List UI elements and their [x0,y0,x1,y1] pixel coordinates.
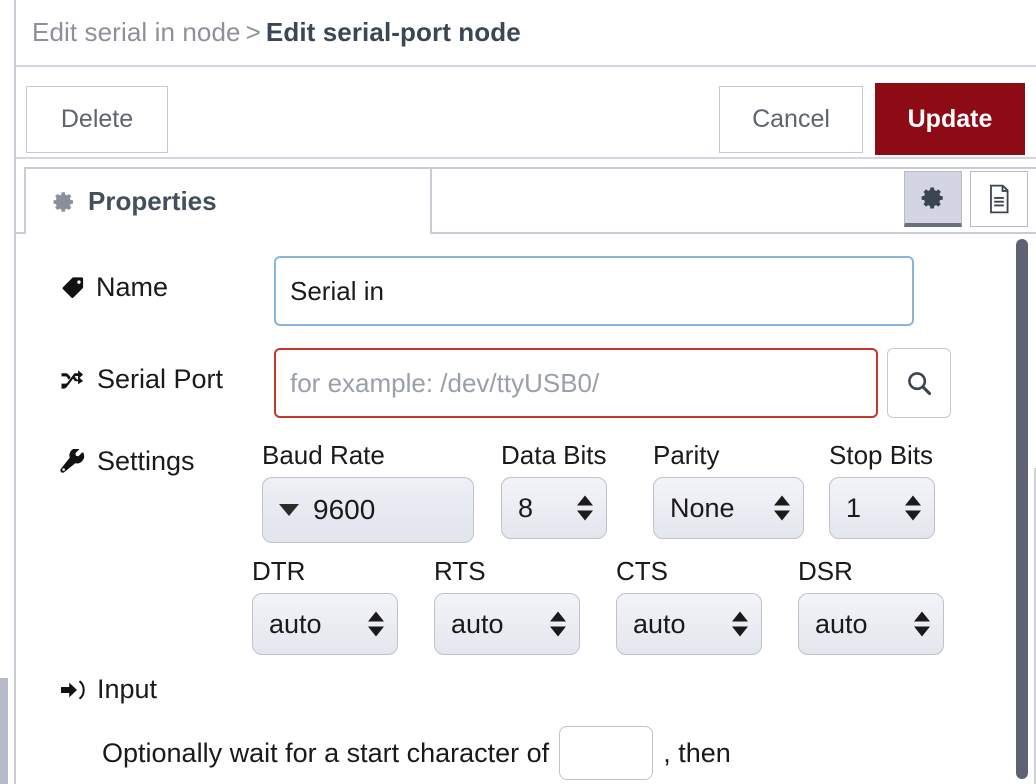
spinner-arrows-icon [577,496,593,521]
breadcrumb: Edit serial in node>Edit serial-port nod… [32,17,521,48]
field-caption-cts: CTS [616,556,762,587]
data-bits-value: 8 [518,493,533,524]
field-rts: RTS auto [434,556,580,655]
breadcrumb-separator: > [246,17,261,47]
label-input-text: Input [97,674,157,705]
dsr-select[interactable]: auto [798,593,944,655]
search-icon [905,369,933,397]
document-icon [986,184,1012,214]
data-bits-select[interactable]: 8 [501,477,607,539]
rts-select[interactable]: auto [434,593,580,655]
gear-icon [52,190,76,214]
label-name-text: Name [96,272,168,303]
label-serial-port-text: Serial Port [97,364,223,395]
dtr-value: auto [269,609,322,640]
label-input: Input [60,674,157,705]
spinner-arrows-icon [550,612,566,637]
sign-in-icon [60,678,86,702]
spinner-arrows-icon [914,612,930,637]
gear-icon [920,185,946,211]
label-settings-text: Settings [97,446,195,477]
field-data-bits: Data Bits 8 [501,440,607,539]
field-parity: Parity None [653,440,804,539]
page-scrollbar-left[interactable] [0,678,8,784]
field-cts: CTS auto [616,556,762,655]
start-character-input[interactable] [559,726,653,780]
start-character-sentence: Optionally wait for a start character of… [102,726,731,780]
cts-select[interactable]: auto [616,593,762,655]
start-character-text-before: Optionally wait for a start character of [102,738,549,769]
parity-value: None [670,493,735,524]
tab-bar: Properties [16,159,1036,234]
field-caption-data-bits: Data Bits [501,440,607,471]
label-serial-port: Serial Port [60,364,223,395]
baud-rate-value: 9600 [313,494,375,526]
dialog-header: Edit serial in node>Edit serial-port nod… [16,0,1036,67]
field-caption-baud-rate: Baud Rate [262,440,474,471]
tab-properties-label: Properties [88,186,217,217]
dtr-select[interactable]: auto [252,593,398,655]
label-name: Name [60,272,168,303]
rts-value: auto [451,609,504,640]
dsr-value: auto [815,609,868,640]
field-caption-parity: Parity [653,440,804,471]
dialog-button-bar: Delete Cancel Update [16,69,1036,159]
tab-properties[interactable]: Properties [24,167,432,234]
properties-form: Name Serial Port [16,234,1036,784]
tag-icon [60,275,85,300]
field-dsr: DSR auto [798,556,944,655]
tool-button-properties[interactable] [904,171,962,227]
serial-port-search-button[interactable] [887,348,951,418]
field-caption-rts: RTS [434,556,580,587]
field-dtr: DTR auto [252,556,398,655]
cancel-button[interactable]: Cancel [719,86,863,153]
delete-button[interactable]: Delete [26,86,168,153]
parity-select[interactable]: None [653,477,804,539]
cts-value: auto [633,609,686,640]
stop-bits-select[interactable]: 1 [829,477,935,539]
label-settings: Settings [60,446,195,477]
baud-rate-combobox[interactable]: 9600 [262,477,474,543]
field-caption-dsr: DSR [798,556,944,587]
shuffle-icon [60,368,86,392]
row-serial-port: Serial Port [16,348,1036,418]
spinner-arrows-icon [368,612,384,637]
chevron-down-icon [279,504,299,516]
breadcrumb-parent[interactable]: Edit serial in node [32,17,241,47]
field-stop-bits: Stop Bits 1 [829,440,935,539]
vertical-scrollbar-thumb[interactable] [1016,239,1028,779]
row-name: Name [16,256,1036,326]
field-baud-rate: Baud Rate 9600 [262,440,474,543]
update-button[interactable]: Update [875,83,1025,155]
name-input[interactable] [274,256,914,326]
breadcrumb-current: Edit serial-port node [266,17,521,47]
wrench-icon [60,449,86,475]
spinner-arrows-icon [732,612,748,637]
serial-port-input[interactable] [274,348,878,418]
tool-button-description[interactable] [970,171,1028,227]
field-caption-stop-bits: Stop Bits [829,440,935,471]
field-caption-dtr: DTR [252,556,398,587]
dialog-frame: Edit serial in node>Edit serial-port nod… [14,0,1036,784]
spinner-arrows-icon [774,496,790,521]
spinner-arrows-icon [905,496,921,521]
stop-bits-value: 1 [846,493,861,524]
start-character-text-after: , then [663,738,731,769]
